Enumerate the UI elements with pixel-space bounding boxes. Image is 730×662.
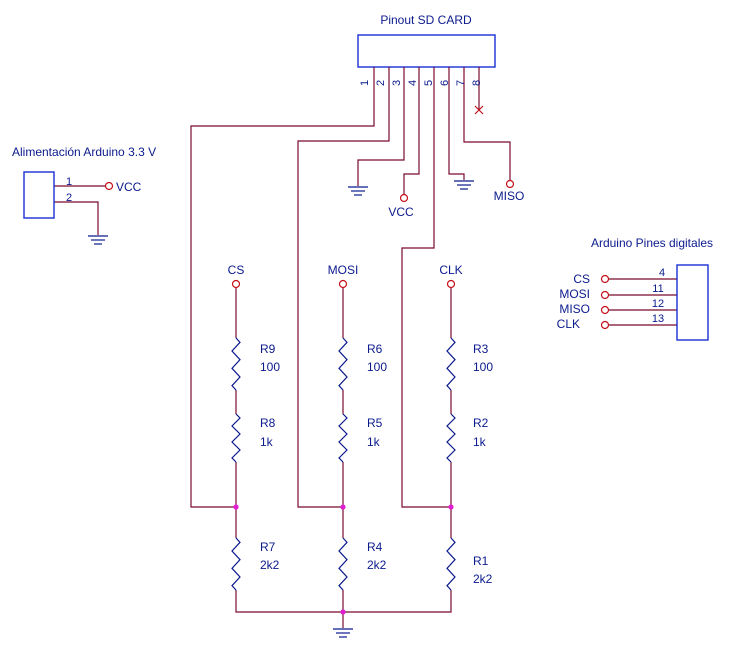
resistor-r5-body xyxy=(338,413,348,463)
sd-pin-3-label: 3 xyxy=(391,80,403,86)
resistor-r1-body xyxy=(446,537,456,591)
sd-pin-6-label: 6 xyxy=(439,80,451,86)
net-label-mosi: MOSI xyxy=(328,263,359,277)
resistor-r6-ref: R6 xyxy=(367,342,383,356)
wire-sd-pin4-vcc xyxy=(403,110,420,194)
arduino-pin-11-label: 11 xyxy=(652,283,663,295)
resistor-r3-ref: R3 xyxy=(473,342,489,356)
divider-clk-terminal xyxy=(446,279,456,289)
sd-pin3-ground-symbol xyxy=(348,186,368,196)
wire-sd-pin6-ground xyxy=(448,110,465,180)
arduino-mosi-terminal xyxy=(600,290,610,300)
sd-miso-label: MISO xyxy=(494,189,525,203)
junction-mosi-tap xyxy=(340,504,346,510)
net-label-clk: CLK xyxy=(439,263,462,277)
divider-cs-terminal xyxy=(231,279,241,289)
resistor-r1-ref: R1 xyxy=(473,554,489,568)
resistor-r5-value: 1k xyxy=(367,435,381,449)
sd-miso-terminal xyxy=(505,179,515,189)
sd-pin-5-label: 5 xyxy=(423,80,435,86)
resistor-r9-ref: R9 xyxy=(260,342,276,356)
sd-pin-2-label: 2 xyxy=(375,80,387,86)
resistor-r2-body xyxy=(446,413,456,463)
arduino-signal-clk: CLK xyxy=(557,317,580,331)
resistor-r6-value: 100 xyxy=(367,360,387,374)
sd-pin-7-label: 7 xyxy=(455,80,467,86)
arduino-pin-12-label: 12 xyxy=(652,298,664,310)
sd-pin-8-label: 8 xyxy=(471,80,483,86)
wire-power-pin2-ground xyxy=(54,201,99,235)
resistor-r8-body xyxy=(231,413,241,463)
resistor-r8-value: 1k xyxy=(260,435,274,449)
resistor-r3-body xyxy=(446,337,456,391)
resistor-r4-value: 2k2 xyxy=(367,558,387,572)
junction-bottom-bus xyxy=(340,609,346,615)
wire-sd-pin7-miso xyxy=(463,110,511,180)
sd-card-connector xyxy=(357,34,496,68)
sd-vcc-label: VCC xyxy=(388,205,414,219)
resistor-r7-value: 2k2 xyxy=(260,558,280,572)
resistor-r7-ref: R7 xyxy=(260,540,276,554)
wire-sd-pin3-ground xyxy=(357,110,405,186)
arduino-pin-4-label: 4 xyxy=(659,267,665,279)
wire-sd-pin5-clk xyxy=(401,110,451,508)
resistor-r8-ref: R8 xyxy=(260,416,276,430)
resistor-r5-ref: R5 xyxy=(367,416,383,430)
resistor-r6-body xyxy=(338,337,348,391)
sd-card-title: Pinout SD CARD xyxy=(380,13,472,27)
resistor-r9-body xyxy=(231,337,241,391)
resistor-r7-body xyxy=(231,537,241,591)
arduino-signal-mosi: MOSI xyxy=(559,287,590,301)
sd-pin6-ground-symbol xyxy=(454,180,474,190)
sd-pin-4-label: 4 xyxy=(407,80,419,86)
power-connector xyxy=(23,171,55,219)
arduino-clk-terminal xyxy=(600,320,610,330)
sd-pin-8-no-connect xyxy=(474,105,484,115)
divider-ground-symbol xyxy=(333,628,353,638)
arduino-cs-terminal xyxy=(600,274,610,284)
power-pin-1-label: 1 xyxy=(66,176,72,188)
arduino-signal-cs: CS xyxy=(573,272,590,286)
sd-pin-1-label: 1 xyxy=(359,80,371,86)
divider-mosi-terminal xyxy=(338,279,348,289)
junction-cs-tap xyxy=(233,504,239,510)
wire-sd-pin1-cs xyxy=(190,110,375,508)
junction-clk-tap xyxy=(448,504,454,510)
components xyxy=(23,34,709,638)
arduino-connector xyxy=(676,264,709,341)
power-pin-2-label: 2 xyxy=(66,192,72,204)
power-title: Alimentación Arduino 3.3 V xyxy=(12,145,156,159)
power-vcc-terminal xyxy=(104,181,114,191)
power-ground-symbol xyxy=(88,235,108,245)
power-vcc-label: VCC xyxy=(116,180,142,194)
resistor-r3-value: 100 xyxy=(473,360,493,374)
arduino-title: Arduino Pines digitales xyxy=(591,236,713,250)
arduino-pin-13-label: 13 xyxy=(652,313,664,325)
arduino-signal-miso: MISO xyxy=(559,302,590,316)
sd-vcc-terminal xyxy=(399,193,409,203)
arduino-miso-terminal xyxy=(600,305,610,315)
resistor-r4-ref: R4 xyxy=(367,540,383,554)
wire-sd-pin2-mosi xyxy=(297,110,390,508)
resistor-r4-body xyxy=(338,537,348,591)
resistor-r9-value: 100 xyxy=(260,360,280,374)
resistor-r2-value: 1k xyxy=(473,435,487,449)
resistor-r1-value: 2k2 xyxy=(473,572,493,586)
wires xyxy=(54,110,677,628)
net-label-cs: CS xyxy=(228,263,245,277)
resistor-r2-ref: R2 xyxy=(473,416,489,430)
